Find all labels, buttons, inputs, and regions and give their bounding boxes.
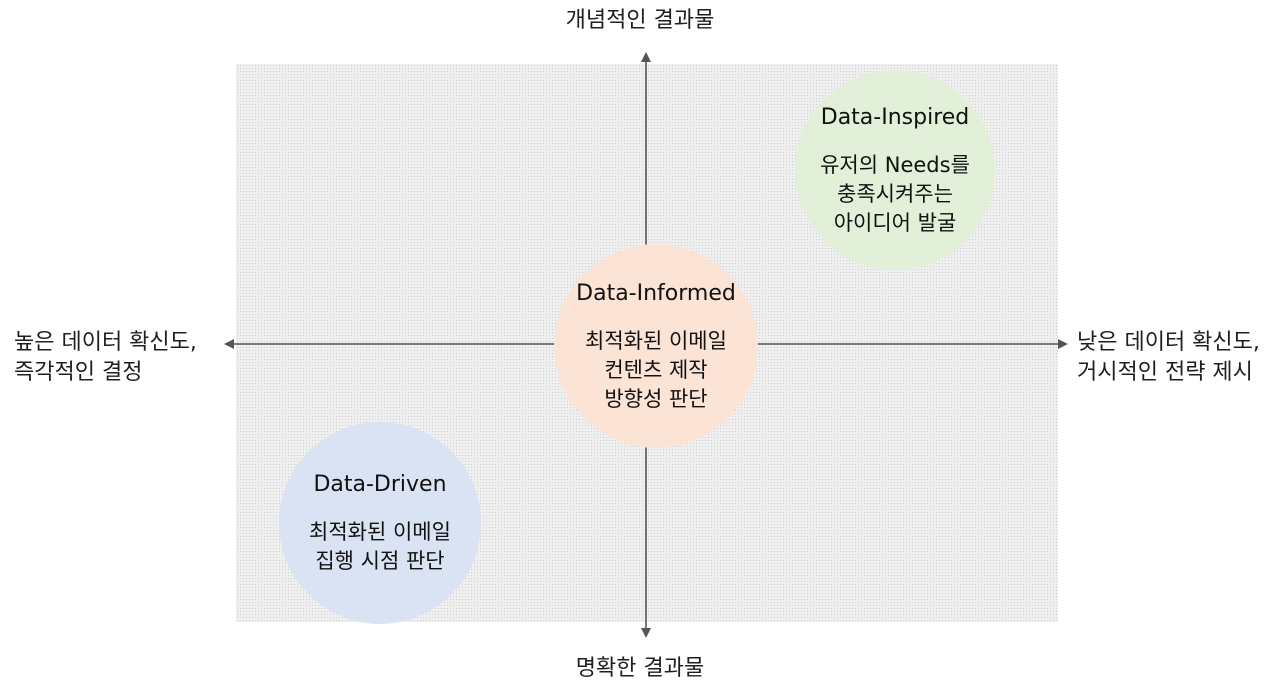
axis-label-left-line2: 즉각적인 결정 bbox=[14, 360, 143, 385]
data-inspired-line: 아이디어 발굴 bbox=[833, 210, 957, 235]
axis-label-right-line1: 낮은 데이터 확신도, bbox=[1077, 330, 1260, 355]
axis-label-top: 개념적인 결과물 bbox=[565, 8, 715, 33]
data-driven-line: 집행 시점 판단 bbox=[315, 549, 445, 573]
data-inspired-body: 유저의 Needs를 충족시켜주는 아이디어 발굴 bbox=[820, 151, 970, 238]
data-inspired-line: 유저의 Needs를 bbox=[820, 152, 970, 177]
axis-label-right: 낮은 데이터 확신도, 거시적인 전략 제시 bbox=[1077, 328, 1260, 388]
axis-label-left-line1: 높은 데이터 확신도, bbox=[14, 330, 197, 355]
data-driven-circle: Data-Driven 최적화된 이메일 집행 시점 판단 bbox=[279, 422, 481, 624]
data-informed-line: 방향성 판단 bbox=[604, 386, 708, 411]
axis-label-left: 높은 데이터 확신도, 즉각적인 결정 bbox=[14, 328, 197, 388]
data-inspired-circle: Data-Inspired 유저의 Needs를 충족시켜주는 아이디어 발굴 bbox=[795, 70, 995, 270]
data-driven-title: Data-Driven bbox=[313, 472, 447, 497]
data-informed-body: 최적화된 이메일 컨텐츠 제작 방향성 판단 bbox=[585, 327, 727, 414]
data-informed-line: 컨텐츠 제작 bbox=[604, 357, 708, 382]
data-driven-body: 최적화된 이메일 집행 시점 판단 bbox=[309, 518, 451, 576]
axis-label-right-line2: 거시적인 전략 제시 bbox=[1077, 360, 1253, 385]
axis-label-bottom: 명확한 결과물 bbox=[575, 656, 705, 681]
data-inspired-line: 충족시켜주는 bbox=[837, 181, 953, 206]
data-inspired-title: Data-Inspired bbox=[820, 104, 970, 130]
data-informed-title: Data-Informed bbox=[576, 280, 736, 306]
data-informed-line: 최적화된 이메일 bbox=[585, 328, 727, 353]
data-driven-line: 최적화된 이메일 bbox=[309, 520, 451, 544]
data-informed-circle: Data-Informed 최적화된 이메일 컨텐츠 제작 방향성 판단 bbox=[554, 244, 758, 448]
